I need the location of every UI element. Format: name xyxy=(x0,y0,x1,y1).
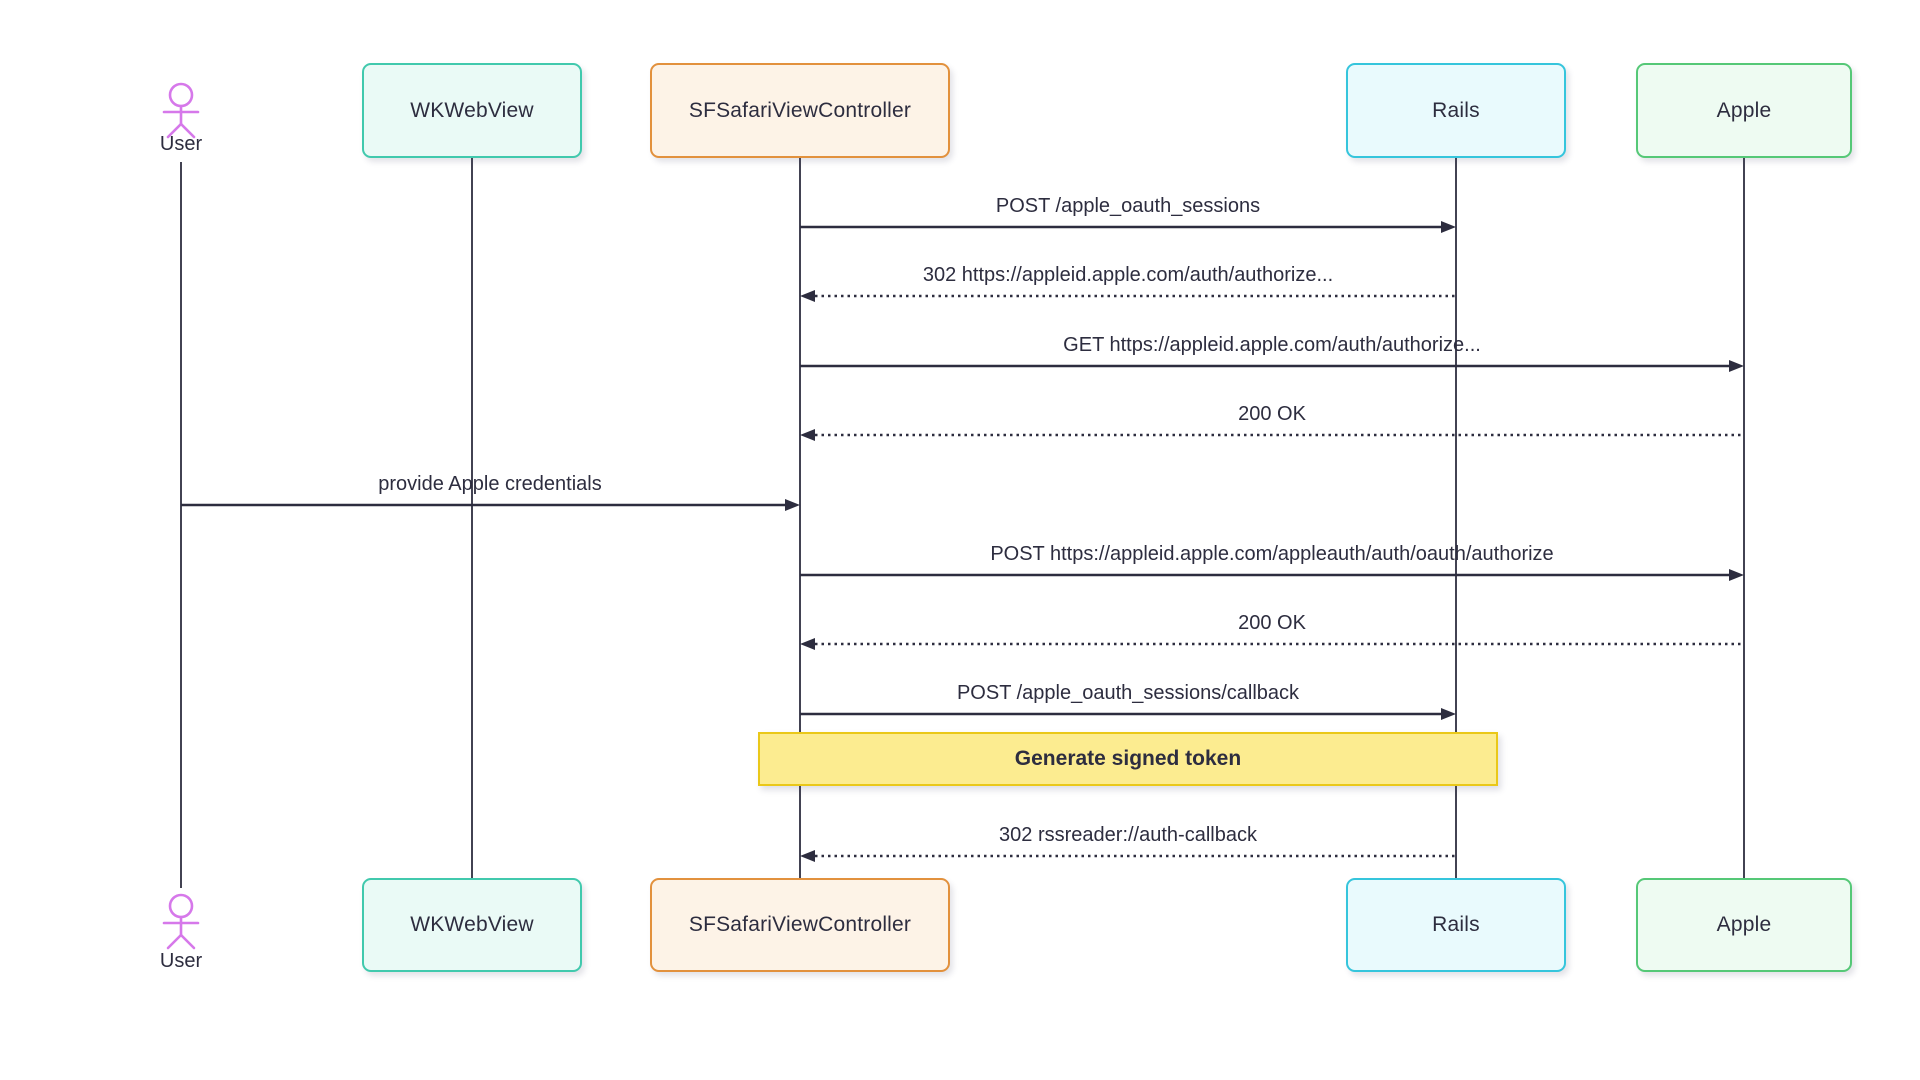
user-actor-icon-top xyxy=(162,82,200,139)
arrow-post-apple-oauth-sessions xyxy=(800,221,1456,233)
arrow-get-authorize xyxy=(800,360,1744,372)
message-302-rssreader: 302 rssreader://auth-callback xyxy=(999,824,1257,846)
actor-box-wkwebview-bottom: WKWebView xyxy=(362,878,582,972)
message-post-appleauth-authorize: POST https://appleid.apple.com/appleauth… xyxy=(990,543,1554,565)
arrow-post-appleauth-authorize xyxy=(800,569,1744,581)
message-post-callback: POST /apple_oauth_sessions/callback xyxy=(956,682,1300,704)
actor-label-apple-bottom: Apple xyxy=(1716,913,1772,936)
arrow-200-ok-1 xyxy=(800,429,1744,441)
actor-label-apple-top: Apple xyxy=(1716,98,1772,122)
arrow-302-rssreader xyxy=(800,850,1456,862)
actor-label-wkwebview-top: WKWebView xyxy=(410,98,534,122)
actor-label-rails-bottom: Rails xyxy=(1432,913,1480,936)
actor-box-sfsafariviewcontroller-bottom: SFSafariViewController xyxy=(650,878,950,972)
actor-box-wkwebview-top: WKWebView xyxy=(362,63,582,158)
arrow-302-authorize xyxy=(800,290,1456,302)
actor-box-rails-bottom: Rails xyxy=(1346,878,1566,972)
arrow-post-callback xyxy=(800,708,1456,720)
message-provide-credentials: provide Apple credentials xyxy=(378,473,602,495)
message-post-apple-oauth-sessions: POST /apple_oauth_sessions xyxy=(995,195,1261,217)
actor-label-rails-top: Rails xyxy=(1432,98,1480,122)
actor-box-apple-bottom: Apple xyxy=(1636,878,1852,972)
actor-label-sfsafariviewcontroller-bottom: SFSafariViewController xyxy=(688,913,912,936)
message-200-ok-1: 200 OK xyxy=(1238,403,1306,425)
note-generate-signed-token: Generate signed token xyxy=(758,732,1498,786)
actor-box-rails-top: Rails xyxy=(1346,63,1566,158)
user-actor-icon-bottom xyxy=(162,893,200,950)
message-302-authorize: 302 https://appleid.apple.com/auth/autho… xyxy=(922,264,1334,286)
message-get-authorize: GET https://appleid.apple.com/auth/autho… xyxy=(1063,334,1481,356)
arrow-200-ok-2 xyxy=(800,638,1744,650)
actor-label-user-bottom: User xyxy=(159,950,203,972)
actor-box-apple-top: Apple xyxy=(1636,63,1852,158)
message-200-ok-2: 200 OK xyxy=(1238,612,1306,634)
actor-label-wkwebview-bottom: WKWebView xyxy=(410,913,534,936)
actor-label-user-top: User xyxy=(159,133,203,155)
actor-label-sfsafariviewcontroller-top: SFSafariViewController xyxy=(688,98,912,122)
arrow-provide-credentials xyxy=(181,499,800,511)
note-label: Generate signed token xyxy=(1014,747,1242,770)
actor-box-sfsafariviewcontroller-top: SFSafariViewController xyxy=(650,63,950,158)
